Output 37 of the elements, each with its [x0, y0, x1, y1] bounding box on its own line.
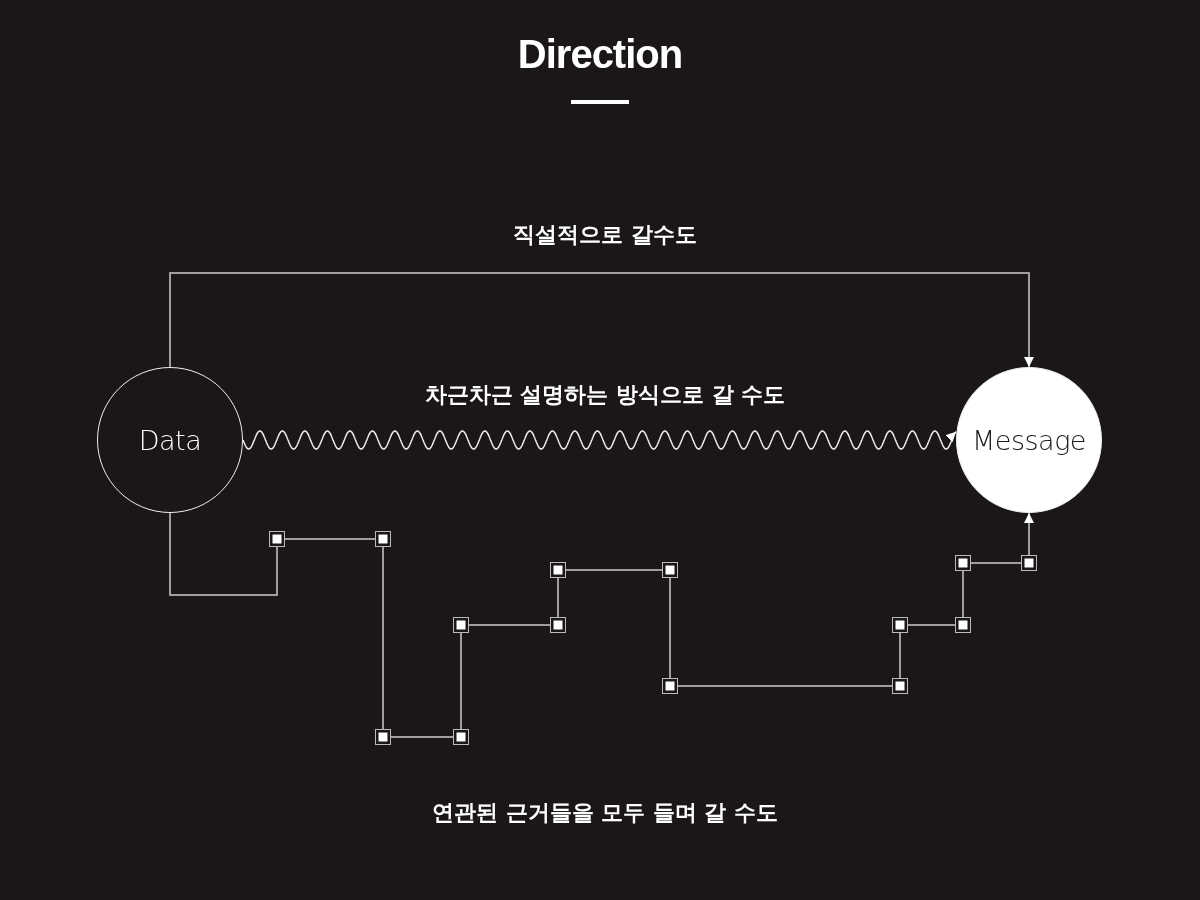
square-marker	[892, 678, 908, 694]
square-marker	[375, 531, 391, 547]
connector-line	[382, 546, 384, 730]
connector-line	[565, 569, 663, 571]
arrow	[169, 272, 1034, 368]
square-marker	[550, 562, 566, 578]
wavy-arrow	[242, 430, 957, 450]
connector-line	[669, 577, 671, 679]
connector-line	[390, 736, 454, 738]
connector-line	[169, 512, 278, 596]
square-marker	[453, 617, 469, 633]
square-marker	[269, 531, 285, 547]
connector-line	[970, 562, 1022, 564]
square-marker	[892, 617, 908, 633]
node-label: Message	[972, 424, 1086, 456]
caption-text: 직설적으로 갈수도	[513, 221, 697, 249]
square-marker	[1021, 555, 1037, 571]
connector-line	[962, 570, 964, 618]
connector-line	[907, 624, 956, 626]
connector-line	[677, 685, 893, 687]
square-marker	[550, 617, 566, 633]
node-label: Data	[138, 424, 202, 456]
arrow	[1024, 512, 1034, 556]
connector-line	[460, 632, 462, 730]
square-marker	[453, 729, 469, 745]
square-marker	[662, 678, 678, 694]
connector-line	[557, 577, 559, 618]
square-marker	[955, 555, 971, 571]
square-marker	[955, 617, 971, 633]
caption-text: 연관된 근거들을 모두 들며 갈 수도	[431, 799, 779, 827]
square-marker	[662, 562, 678, 578]
connector-line	[284, 538, 376, 540]
connector-line	[468, 624, 551, 626]
caption-text: 차근차근 설명하는 방식으로 갈 수도	[424, 381, 786, 409]
square-marker	[375, 729, 391, 745]
connector-line	[899, 632, 901, 679]
title: Direction	[516, 32, 684, 77]
